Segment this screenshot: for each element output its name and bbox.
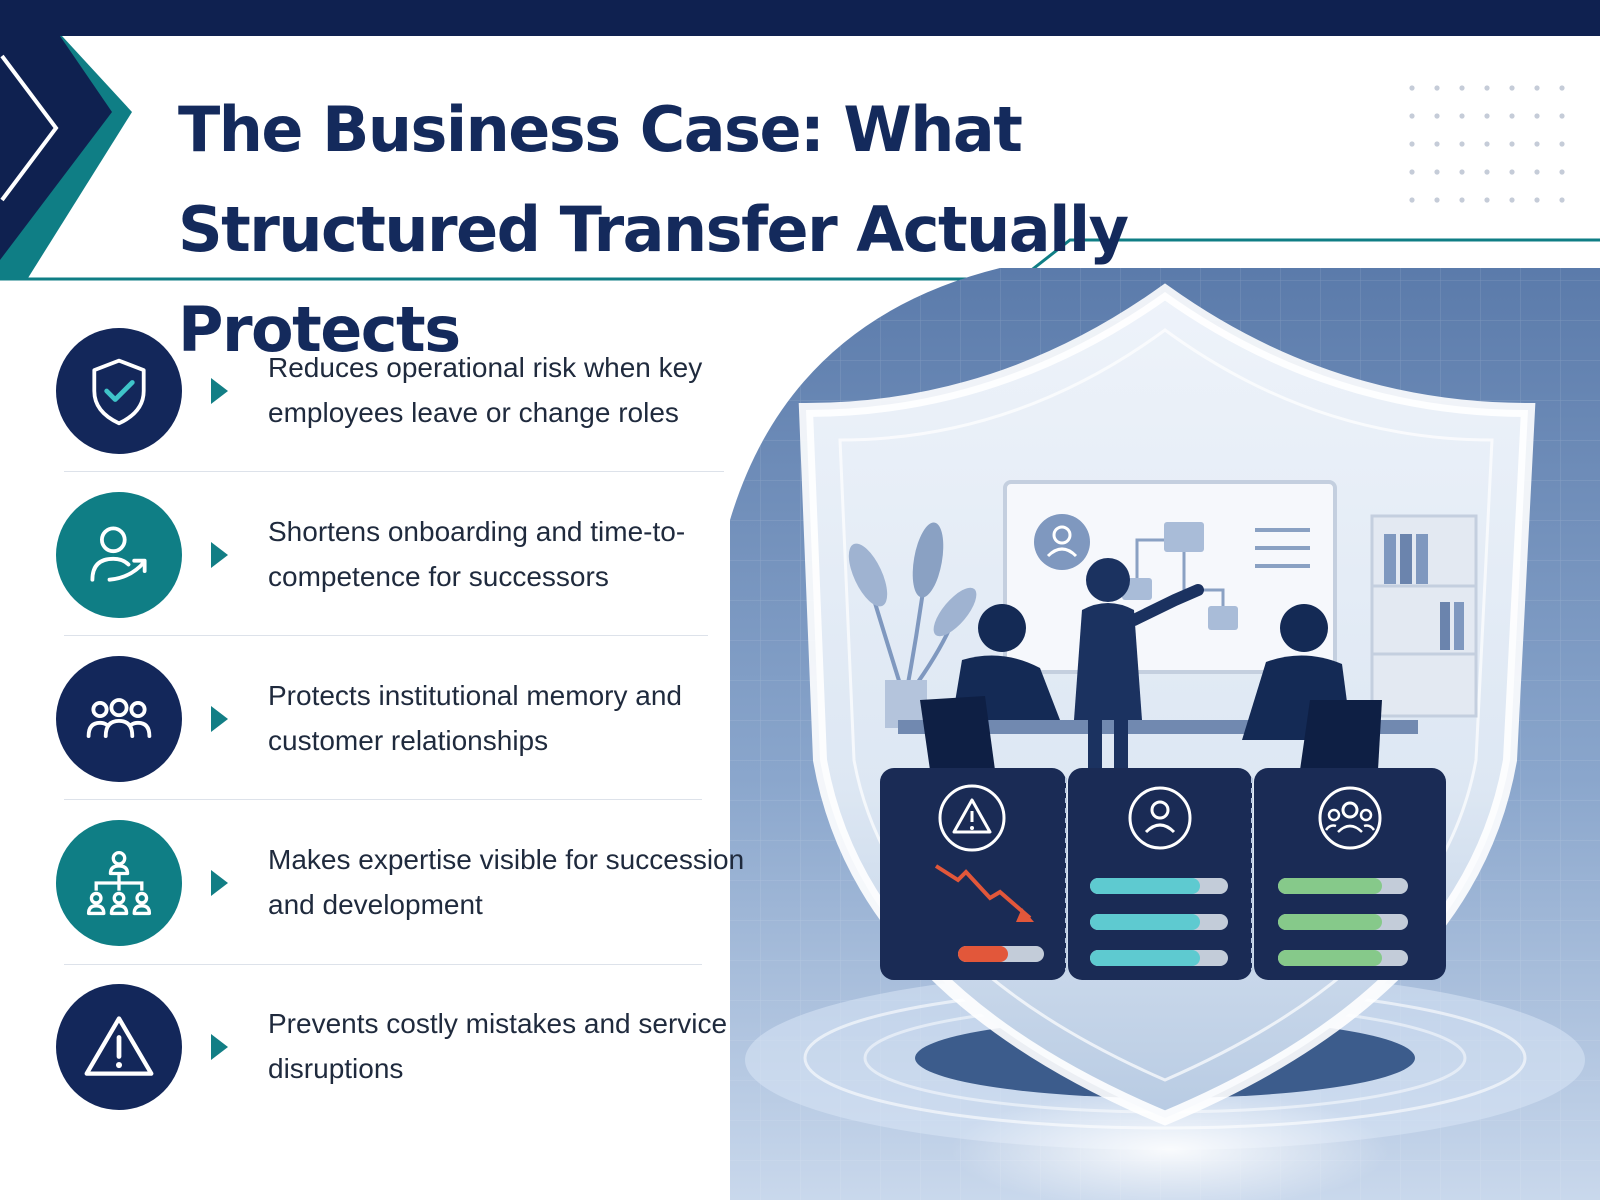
chevron-right-icon — [211, 1034, 228, 1060]
progress-bar — [1278, 950, 1382, 966]
progress-bar — [1090, 878, 1200, 894]
benefit-text: Protects institutional memory and custom… — [268, 680, 682, 756]
benefit-item: Shortens onboarding and time-to-competen… — [56, 492, 736, 618]
divider — [64, 799, 702, 800]
benefit-item: Reduces operational risk when key employ… — [56, 328, 736, 454]
benefit-item: Prevents costly mistakes and service dis… — [56, 984, 736, 1110]
progress-bar — [1090, 914, 1200, 930]
chevron-right-icon — [211, 870, 228, 896]
benefit-item: Makes expertise visible for succession a… — [56, 820, 744, 946]
warning-triangle-icon — [56, 984, 182, 1110]
benefit-item: Protects institutional memory and custom… — [56, 656, 736, 782]
page-title: The Business Case: What Structured Trans… — [178, 93, 1129, 366]
progress-bar — [1090, 950, 1200, 966]
dot-grid — [1409, 85, 1565, 203]
divider — [64, 471, 724, 472]
top-bar — [0, 0, 1600, 36]
benefit-text: Prevents costly mistakes and service dis… — [268, 1008, 728, 1084]
divider — [64, 964, 702, 965]
shield-check-icon — [56, 328, 182, 454]
benefit-text: Makes expertise visible for succession a… — [268, 844, 745, 920]
dashboard-panels — [880, 768, 1446, 980]
divider — [64, 635, 708, 636]
progress-bar — [1278, 914, 1382, 930]
group-icon — [56, 656, 182, 782]
person-arrow-icon — [56, 492, 182, 618]
benefit-text: Shortens onboarding and time-to-competen… — [268, 516, 686, 592]
progress-bar — [958, 946, 1008, 962]
progress-bar — [1278, 878, 1382, 894]
chevron-right-icon — [211, 706, 228, 732]
chevron-right-icon — [211, 542, 228, 568]
header-decoration — [0, 36, 1600, 281]
org-chart-icon — [56, 820, 182, 946]
chevron-right-icon — [211, 378, 228, 404]
benefit-text: Reduces operational risk when key employ… — [268, 352, 703, 428]
